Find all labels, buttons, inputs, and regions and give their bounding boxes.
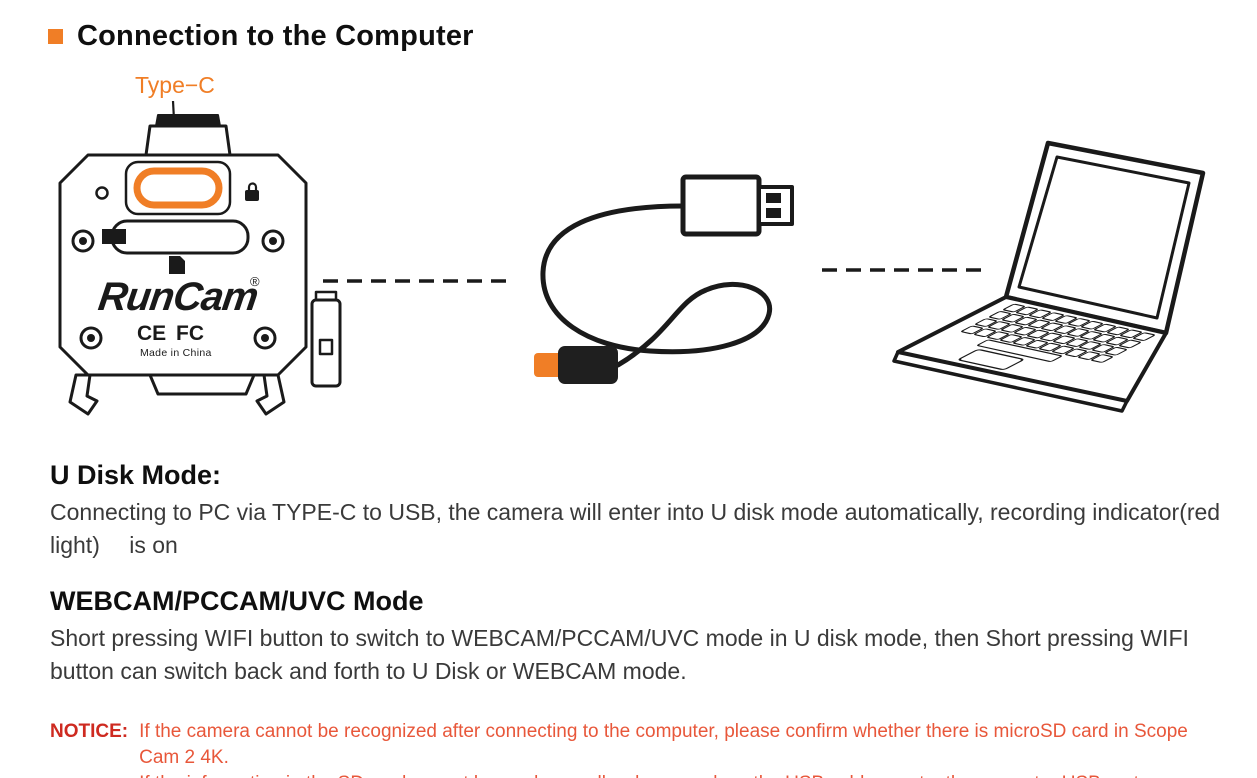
- screw-icon: [253, 326, 277, 350]
- camera-bottom-tab: [148, 373, 256, 396]
- camera-foot-right: [255, 373, 286, 416]
- notice-line: If the information in the SD card cannot…: [139, 771, 1226, 778]
- notice-label: NOTICE:: [50, 720, 129, 742]
- side-button: [102, 229, 126, 244]
- microsd-icon: [169, 256, 185, 274]
- section-udisk: U Disk Mode: Connecting to PC via TYPE-C…: [50, 460, 1226, 561]
- connection-diagram: Type−C: [58, 72, 1206, 416]
- page-title: Connection to the Computer: [77, 20, 474, 52]
- section-webcam: WEBCAM/PCCAM/UVC Mode Short pressing WIF…: [50, 586, 1226, 687]
- title-bullet-icon: [48, 29, 63, 44]
- brand-logo: RunCam: [96, 274, 261, 319]
- screw-icon: [71, 229, 95, 253]
- notice-line: If the camera cannot be recognized after…: [139, 720, 1188, 768]
- screw-icon: [79, 326, 103, 350]
- camera-top-barrel: [144, 124, 232, 157]
- screw-icon: [261, 229, 285, 253]
- lock-icon: [245, 182, 259, 201]
- registered-mark: ®: [250, 274, 260, 289]
- laptop-spacebar: [977, 339, 1062, 362]
- laptop-base-edge: [892, 351, 1129, 413]
- laptop-screen-inner: [1017, 155, 1191, 320]
- typec-label: Type−C: [135, 72, 215, 98]
- camera-illustration: RunCam ® CE FC Made in China: [58, 114, 342, 416]
- cable-wire: [540, 203, 773, 368]
- notice-block: NOTICE: If the camera cannot be recogniz…: [50, 719, 1226, 778]
- laptop-illustration: [892, 140, 1206, 413]
- udisk-mode-body: Connecting to PC via TYPE-C to USB, the …: [50, 499, 1221, 558]
- typec-connector: [534, 346, 618, 384]
- ce-mark: CE: [137, 322, 166, 345]
- page-header: Connection to the Computer: [48, 20, 474, 53]
- body-content: U Disk Mode: Connecting to PC via TYPE-C…: [50, 460, 1226, 778]
- screw-hole-icon: [95, 186, 109, 200]
- usb-a-connector: [680, 174, 794, 237]
- laptop-keyboard: [958, 304, 1155, 370]
- made-in-china-label: Made in China: [140, 347, 212, 359]
- mount-bracket: [310, 290, 342, 388]
- webcam-mode-heading: WEBCAM/PCCAM/UVC Mode: [50, 586, 424, 617]
- usb-cable-illustration: [534, 174, 794, 384]
- notice-text: If the camera cannot be recognized after…: [139, 719, 1226, 778]
- typec-port-recess: [124, 160, 232, 216]
- fcc-mark: FC: [176, 322, 204, 345]
- typec-port: [133, 167, 223, 209]
- camera-foot-left: [68, 373, 99, 416]
- camera-top-cap: [155, 114, 221, 127]
- webcam-mode-body: Short pressing WIFI button to switch to …: [50, 625, 1189, 684]
- udisk-mode-heading: U Disk Mode:: [50, 460, 222, 490]
- laptop-touchpad: [958, 349, 1024, 370]
